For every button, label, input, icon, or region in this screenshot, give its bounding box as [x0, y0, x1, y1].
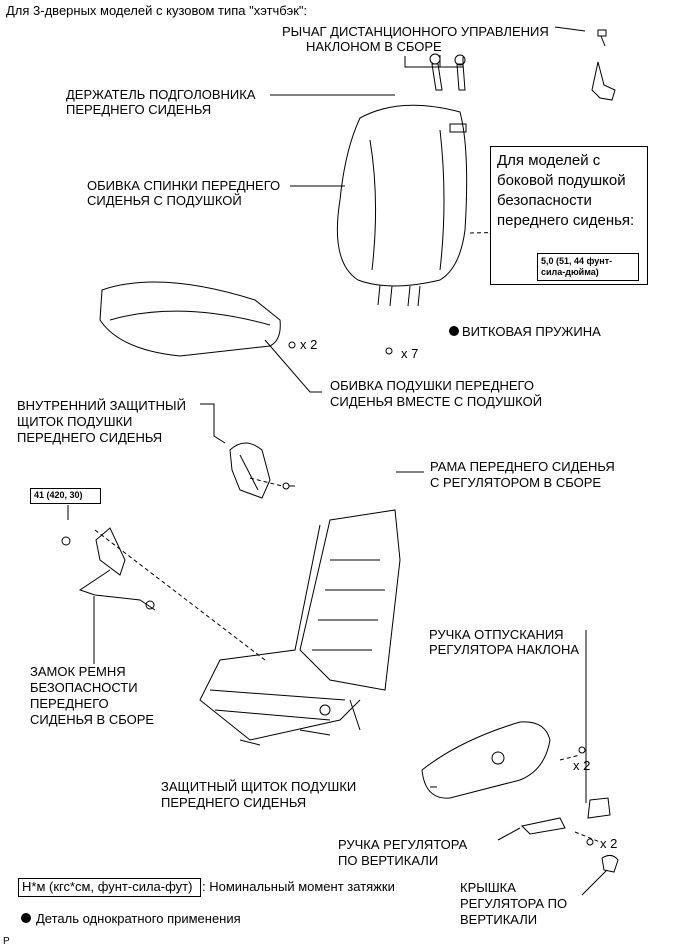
side-airbag-torque-line1: 5,0 (51, 44 фунт- — [541, 256, 613, 266]
label-shield-line2: ПЕРЕДНЕГО СИДЕНЬЯ — [161, 795, 307, 810]
legend-torque-symbol: Н*м (кгс*см, фунт-сила-фут) — [22, 879, 193, 894]
label-frame-line1: РАМА ПЕРЕДНЕГО СИДЕНЬЯ — [430, 459, 615, 474]
label-vertical-cover-line1: КРЫШКА — [460, 880, 516, 895]
side-airbag-torque-box: 5,0 (51, 44 фунт- сила-дюйма) — [537, 253, 639, 281]
label-tilt-lever-line1: РЫЧАГ ДИСТАНЦИОННОГО УПРАВЛЕНИЯ — [282, 24, 549, 39]
label-recliner-handle-line2: РЕГУЛЯТОРА НАКЛОНА — [429, 642, 580, 657]
label-vertical-handle-line2: ПО ВЕРТИКАЛИ — [338, 853, 439, 868]
side-airbag-note-line2: боковой подушкой — [497, 172, 626, 189]
side-airbag-note-line3: безопасности — [497, 192, 592, 209]
label-cushion-cover-line1: ОБИВКА ПОДУШКИ ПЕРЕДНЕГО — [330, 378, 534, 393]
label-buckle-line4: СИДЕНЬЯ В СБОРЕ — [30, 712, 155, 727]
label-headrest-holder-line2: ПЕРЕДНЕГО СИДЕНЬЯ — [66, 102, 212, 117]
label-vertical-cover-line3: ВЕРТИКАЛИ — [460, 912, 538, 927]
label-buckle-line3: ПЕРЕДНЕГО — [30, 696, 109, 711]
label-inner-shield-line2: ЩИТОК ПОДУШКИ — [17, 414, 133, 429]
footer-code: P — [3, 936, 10, 947]
label-cushion-cover-line2: СИДЕНЬЯ ВМЕСТЕ С ПОДУШКОЙ — [330, 394, 543, 409]
label-coil-spring: ВИТКОВАЯ ПРУЖИНА — [462, 324, 601, 339]
label-headrest-holder-line1: ДЕРЖАТЕЛЬ ПОДГОЛОВНИКА — [66, 87, 256, 102]
label-seatback-cover-line2: СИДЕНЬЯ С ПОДУШКОЙ — [87, 193, 242, 208]
label-inner-shield-line1: ВНУТРЕННИЙ ЗАЩИТНЫЙ — [17, 398, 186, 413]
qty-handle-screws: x 2 — [600, 836, 618, 851]
legend-torque-symbol-box: Н*м (кгс*см, фунт-сила-фут) — [18, 878, 201, 897]
label-shield-line1: ЗАЩИТНЫЙ ЩИТОК ПОДУШКИ — [161, 779, 357, 794]
qty-coil-spring: x 7 — [401, 346, 419, 361]
label-buckle-line1: ЗАМОК РЕМНЯ — [30, 664, 126, 679]
side-airbag-note-line1: Для моделей с — [497, 152, 601, 169]
side-airbag-note-line4: переднего сиденья: — [497, 212, 635, 229]
qty-shield-screws: x 2 — [573, 758, 591, 773]
label-seatback-cover-line1: ОБИВКА СПИНКИ ПЕРЕДНЕГО — [87, 178, 281, 193]
label-tilt-lever-line2: НАКЛОНОМ В СБОРЕ — [306, 39, 442, 54]
label-recliner-handle-line1: РУЧКА ОТПУСКАНИЯ — [429, 627, 564, 642]
page-header: Для 3-дверных моделей с кузовом типа "хэ… — [6, 3, 308, 18]
legend-single-use: Деталь однократного применения — [36, 911, 241, 926]
buckle-torque-box: 41 (420, 30) — [30, 488, 101, 504]
label-frame-line2: С РЕГУЛЯТОРОМ В СБОРЕ — [430, 475, 602, 490]
side-airbag-torque-line2: сила-дюйма) — [541, 267, 599, 277]
qty-cushion-clips: x 2 — [300, 337, 318, 352]
label-vertical-cover-line2: РЕГУЛЯТОРА ПО — [460, 896, 568, 911]
legend-torque-text: : Номинальный момент затяжки — [202, 879, 395, 894]
label-inner-shield-line3: ПЕРЕДНЕГО СИДЕНЬЯ — [17, 430, 163, 445]
side-airbag-note-box: Для моделей с боковой подушкой безопасно… — [490, 146, 648, 285]
buckle-torque-value: 41 (420, 30) — [34, 490, 83, 500]
label-vertical-handle-line1: РУЧКА РЕГУЛЯТОРА — [338, 837, 468, 852]
label-buckle-line2: БЕЗОПАСНОСТИ — [30, 680, 138, 695]
